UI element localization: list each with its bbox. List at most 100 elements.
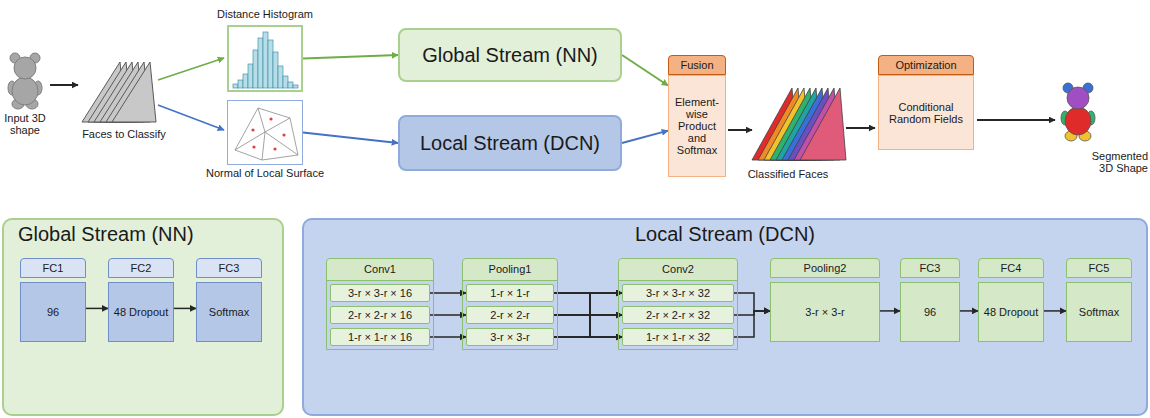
normal-dots [251, 117, 285, 150]
flow-arrow [50, 84, 78, 86]
flow-connector [554, 336, 622, 338]
flow-arrow [846, 127, 875, 129]
layer-body: 96 [900, 282, 960, 342]
flow-connector [430, 292, 466, 294]
layer-header: Conv1 [327, 259, 433, 281]
layer-box: FC2 48 Dropout [108, 258, 174, 342]
image-caption: Normal of Local Surface [188, 167, 342, 179]
surface-normal-box: Normal of Local Surface [227, 100, 303, 165]
layer-body: Conditional Random Fields [878, 75, 974, 150]
box-text: 3-r × 3-r × 32 [646, 287, 710, 299]
layer-group: Pooling1 1-r × 1-r 2-r × 2-r 3-r × 3-r [462, 258, 558, 350]
flow-connector [430, 314, 466, 316]
box-text: Global Stream (NN) [422, 44, 598, 67]
layer-header: Pooling1 [463, 259, 557, 281]
layer-row: 2-r × 2-r × 16 [330, 306, 430, 324]
layer-body: 96 [20, 282, 86, 342]
histogram-bars [233, 32, 298, 88]
layer-text: 96 [924, 306, 936, 318]
layer-text: Softmax [1079, 306, 1119, 318]
classified-faces [752, 88, 846, 160]
stream-box: Global Stream (NN) [398, 28, 622, 82]
layer-body: Element-wise Product and Softmax [668, 75, 726, 177]
layer-row: 3-r × 3-r [466, 328, 554, 346]
layer-row: 1-r × 1-r [466, 284, 554, 302]
flow-connector [174, 308, 196, 310]
layer-box: FC1 96 [20, 258, 86, 342]
box-text: 1-r × 1-r [490, 287, 529, 299]
image-caption: Distance Histogram [189, 8, 341, 20]
teddy-bear [8, 53, 42, 109]
layer-header: Conv2 [619, 259, 737, 281]
box-text: Local Stream (DCN) [420, 132, 600, 155]
panel-heading: Global Stream (NN) [18, 223, 194, 246]
flow-connector [622, 131, 668, 143]
layer-group: Conv1 3-r × 3-r × 16 2-r × 2-r × 16 1-r × 1… [326, 258, 434, 350]
box-text: 2-r × 2-r [490, 309, 529, 321]
shape-label: Classified Faces [738, 168, 838, 180]
layer-body: 48 Dropout [978, 282, 1044, 342]
layer-header: FC3 [900, 258, 960, 278]
layer-header: FC4 [978, 258, 1044, 278]
shape-label: Input 3D shape [0, 112, 50, 136]
box-text: 3-r × 3-r × 16 [348, 287, 412, 299]
layer-body: 3-r × 3-r [770, 282, 880, 342]
stream-panel: Local Stream (DCN) Conv1 3-r × 3-r × 16 2-r… [302, 218, 1148, 416]
histogram-box: Distance Histogram [227, 25, 303, 92]
box-text: 1-r × 1-r × 32 [646, 331, 710, 343]
flow-connector [554, 293, 622, 315]
flow-connector [430, 336, 466, 338]
flow-connector [1044, 310, 1066, 312]
flow-connector [734, 293, 770, 311]
layer-header: FC5 [1066, 258, 1132, 278]
layer-text: 96 [47, 306, 59, 318]
layer-header: FC2 [108, 258, 174, 278]
layer-body: Softmax [196, 282, 262, 342]
layer-text: Element-wise Product and Softmax [671, 96, 723, 156]
layer-header: Fusion [668, 55, 726, 75]
shape-label: Segmented 3D Shape [1086, 150, 1148, 174]
layer-row: 2-r × 2-r [466, 306, 554, 324]
flow-connector [554, 293, 622, 337]
layer-body: Softmax [1066, 282, 1132, 342]
layer-header: Optimization [878, 55, 974, 75]
panel-fill [302, 218, 1148, 416]
flow-connector [86, 308, 108, 310]
layer-text: Softmax [209, 306, 249, 318]
stage-box: OptimizationConditional Random Fields [878, 55, 974, 150]
flow-connector [554, 293, 622, 315]
box-text: 2-r × 2-r × 16 [348, 309, 412, 321]
shape-label: Faces to Classify [76, 128, 172, 140]
layer-row: 1-r × 1-r × 32 [622, 328, 734, 346]
layer-header: FC1 [20, 258, 86, 278]
flow-connector [554, 293, 622, 337]
layer-box: FC3 96 [900, 258, 960, 342]
layer-body: 48 Dropout [108, 282, 174, 342]
flow-arrow [728, 129, 752, 131]
flow-connector [734, 311, 770, 337]
flow-connector [303, 133, 398, 144]
flow-connector [554, 315, 622, 337]
segmented-bear [1061, 83, 1095, 141]
panel-heading: Local Stream (DCN) [304, 223, 1146, 246]
flow-arrow [977, 119, 1055, 121]
flow-arrow [158, 58, 224, 80]
flow-arrow [158, 105, 224, 130]
layer-row: 1-r × 1-r × 16 [330, 328, 430, 346]
box-text: 2-r × 2-r × 32 [646, 309, 710, 321]
layer-row: 3-r × 3-r × 32 [622, 284, 734, 302]
layer-box: Pooling23-r × 3-r [770, 258, 880, 342]
layer-text: 48 Dropout [114, 306, 168, 318]
box-text: 1-r × 1-r × 16 [348, 331, 412, 343]
layer-header: FC3 [196, 258, 262, 278]
face-stack [82, 62, 156, 122]
panel-fill [2, 218, 284, 416]
flow-connector [880, 310, 900, 312]
mesh-sketch [235, 108, 298, 160]
layer-row: 3-r × 3-r × 16 [330, 284, 430, 302]
stage-box: FusionElement-wise Product and Softmax [668, 55, 726, 177]
layer-group: Conv2 3-r × 3-r × 32 2-r × 2-r × 32 1-r × 1… [618, 258, 738, 350]
layer-text: 3-r × 3-r [805, 306, 844, 318]
flow-connector [960, 310, 978, 312]
layer-box: FC5Softmax [1066, 258, 1132, 342]
